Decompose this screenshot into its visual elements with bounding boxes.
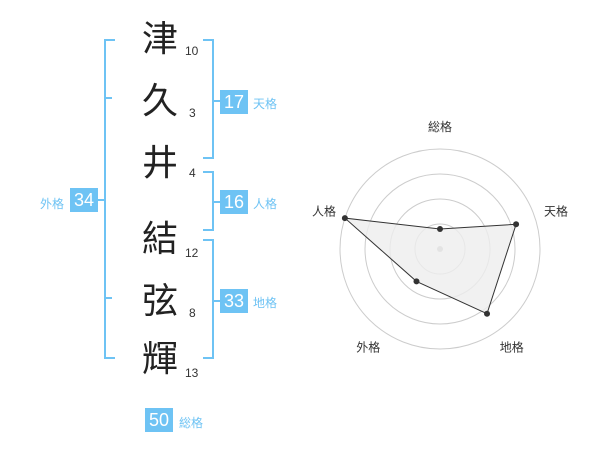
radar-point	[484, 310, 491, 317]
gaikaku-label: 外格	[40, 197, 65, 211]
kanji-2: 久	[141, 81, 178, 122]
tenkaku-badge: 17	[220, 90, 248, 114]
radar-axis-label: 人格	[312, 203, 336, 218]
radar-point	[413, 278, 420, 285]
jinkaku-label: 人格	[253, 197, 278, 211]
chikaku-bracket	[203, 239, 214, 359]
kanji-4: 結	[141, 219, 178, 260]
kanji-1: 津	[141, 19, 178, 60]
radar-ring	[339, 148, 541, 350]
tenkaku-label: 天格	[253, 97, 278, 111]
kanji-3: 井	[141, 143, 178, 184]
kanji-5: 弦	[141, 281, 178, 322]
kanji-6: 輝	[141, 339, 178, 380]
radar-axis-label: 総格	[428, 119, 452, 134]
strokes-4: 12	[185, 246, 199, 260]
chikaku-label: 地格	[253, 296, 278, 310]
radar-axis-label: 天格	[544, 203, 568, 218]
radar-axis-label: 地格	[500, 340, 524, 355]
jinkaku-bracket	[203, 171, 214, 231]
gaikaku-badge: 34	[70, 188, 98, 212]
radar-axis-label: 外格	[356, 340, 380, 355]
radar-polygon	[343, 217, 517, 315]
radar-point	[513, 221, 520, 228]
jinkaku-badge: 16	[220, 190, 248, 214]
strokes-2: 3	[189, 106, 196, 120]
tenkaku-bracket	[203, 39, 214, 159]
soukaku-label: 総格	[179, 416, 204, 430]
radar-ring	[364, 173, 516, 325]
strokes-1: 10	[185, 44, 199, 58]
strokes-3: 4	[189, 166, 196, 180]
strokes-6: 13	[185, 366, 199, 380]
radar-point	[341, 215, 348, 222]
soukaku-badge: 50	[145, 408, 173, 432]
chikaku-badge: 33	[220, 289, 248, 313]
radar-point	[437, 226, 443, 232]
strokes-5: 8	[189, 306, 196, 320]
gaikaku-bracket	[104, 39, 115, 359]
